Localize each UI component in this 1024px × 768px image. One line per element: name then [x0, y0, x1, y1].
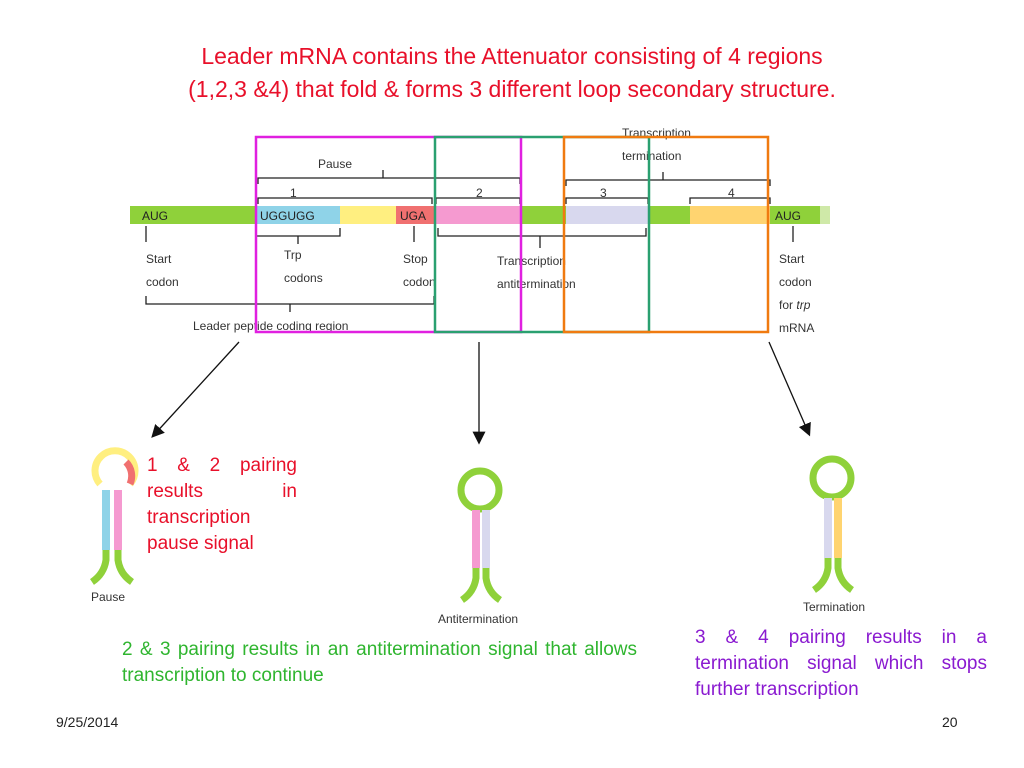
bottom-brackets: [145, 226, 794, 312]
arrow-to-pause: [151, 341, 240, 438]
start-trp-label-3a: for: [779, 298, 793, 312]
trp-codons-label-1: Trp: [284, 248, 302, 262]
termination-hairpin: Termination: [803, 455, 865, 614]
stop-codon-label-2: codon: [403, 275, 436, 289]
strip-segment-end: [770, 206, 820, 224]
trp-sequence-label: UGGUGG: [260, 209, 315, 223]
aug-right-label: AUG: [775, 209, 801, 223]
termination-region-box: [562, 135, 770, 334]
top-brackets: [257, 170, 771, 204]
arrow-to-termination: [768, 341, 811, 437]
strip-segment-start: [130, 206, 256, 224]
strip-segment-region2: [436, 206, 522, 224]
termination-caption: 3 & 4 pairing results in a termination s…: [695, 627, 987, 700]
slide-date: 9/25/2014: [56, 714, 119, 730]
pause-hairpin-label: Pause: [91, 590, 125, 604]
pause-bracket-label: Pause: [318, 157, 352, 171]
antitermination-label-2: antitermination: [497, 277, 576, 291]
antitermination-region-box: [433, 135, 651, 334]
start-codon-label-2: codon: [146, 275, 179, 289]
slide-number: 20: [942, 714, 958, 730]
antitermination-hairpin-label: Antitermination: [438, 612, 518, 626]
stop-codon-label-1: Stop: [403, 252, 428, 266]
start-codon-label-1: Start: [146, 252, 172, 266]
title-line-1: Leader mRNA contains the Attenuator cons…: [201, 43, 823, 69]
start-trp-label-4: mRNA: [779, 321, 814, 335]
antitermination-label-1: Transcription: [497, 254, 566, 268]
antitermination-caption: 2 & 3 pairing results in an antiterminat…: [122, 639, 637, 686]
strip-segment-yellow: [340, 206, 396, 224]
antitermination-hairpin: Antitermination: [438, 467, 518, 626]
start-trp-label-3: for trp: [779, 298, 811, 312]
strip-segment-trp: [256, 206, 340, 224]
strip-segment-green-mid2: [648, 206, 690, 224]
pause-hairpin: Pause: [89, 447, 139, 604]
termination-hairpin-label: Termination: [803, 600, 865, 614]
strip-segment-green-mid: [522, 206, 566, 224]
region-4-label: 4: [728, 186, 735, 200]
start-trp-label-3b: trp: [796, 298, 810, 312]
region-2-label: 2: [476, 186, 483, 200]
pause-region-box: [254, 135, 523, 334]
aug-left-label: AUG: [142, 209, 168, 223]
trp-codons-label-2: codons: [284, 271, 323, 285]
slide-title: Leader mRNA contains the Attenuator cons…: [60, 40, 964, 106]
region-1-label: 1: [290, 186, 297, 200]
start-trp-label-1: Start: [779, 252, 805, 266]
strip-segment-region3: [566, 206, 648, 224]
uga-label: UGA: [400, 209, 426, 223]
strip-segment-region4: [690, 206, 770, 224]
leader-peptide-label: Leader peptide coding region: [193, 319, 348, 333]
title-line-2: (1,2,3 &4) that fold & forms 3 different…: [188, 76, 836, 102]
mrna-strip: AUG UGGUGG UGA AUG: [130, 206, 830, 224]
strip-segment-uga: [396, 206, 436, 224]
transcription-termination-top-2: termination: [622, 149, 681, 163]
pause-caption: 1 & 2 pairing results in transcription p…: [147, 455, 297, 554]
start-trp-label-2: codon: [779, 275, 812, 289]
region-3-label: 3: [600, 186, 607, 200]
